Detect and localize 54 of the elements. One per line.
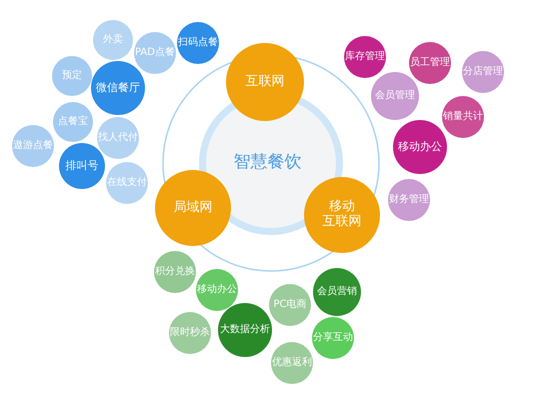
feature-circle: [271, 342, 313, 384]
feature-label: 销量共计: [443, 111, 483, 123]
feature-label: 微信餐厅: [96, 82, 140, 94]
feature-label: 限时秒杀: [170, 327, 210, 339]
feature-label: 找人代付: [98, 132, 138, 144]
feature-label: 在线支付: [107, 177, 147, 189]
hub-label: 智慧餐饮: [234, 153, 302, 173]
feature-circle: [53, 102, 93, 142]
feature-label: 外卖: [103, 34, 123, 46]
feature-label: PAD点餐: [135, 47, 175, 59]
feature-circle: [388, 179, 430, 221]
feature-label: 库存管理: [345, 51, 385, 63]
feature-label: 员工管理: [410, 57, 450, 69]
network-label: 局域网: [174, 200, 212, 216]
feature-label: 会员营销: [317, 286, 357, 298]
feature-circle: [196, 269, 238, 311]
feature-circle: [409, 42, 451, 84]
feature-circle: [106, 162, 148, 204]
feature-label: 会员管理: [375, 90, 415, 102]
feature-label: PC电商: [273, 299, 306, 311]
feature-circle: [52, 56, 92, 96]
feature-circle: [344, 36, 386, 78]
feature-label: 排叫号: [66, 160, 98, 172]
feature-circle: [462, 51, 504, 93]
feature-circle: [93, 20, 133, 60]
feature-circle: [313, 268, 361, 316]
feature-label: 移动办公: [197, 284, 237, 296]
feature-circle: [218, 303, 272, 357]
feature-label: 分享互动: [313, 332, 353, 344]
feature-circle: [269, 284, 311, 326]
network-label: 移动互联网: [322, 200, 362, 230]
feature-circle: [393, 120, 447, 174]
feature-label: 财务管理: [389, 194, 429, 206]
feature-label: 分店管理: [463, 66, 503, 78]
feature-label: 优惠返利: [272, 357, 312, 369]
feature-label: 遨游点餐: [13, 140, 53, 152]
feature-label: 点餐宝: [58, 116, 88, 128]
feature-circle: [97, 117, 139, 159]
feature-circle: [12, 125, 54, 167]
feature-circle: [371, 72, 419, 120]
feature-label: 预定: [62, 70, 82, 82]
feature-circle: [59, 143, 105, 189]
feature-circle: [154, 251, 196, 293]
feature-label: 积分兑换: [155, 266, 195, 278]
feature-circle: [134, 32, 176, 74]
feature-label: 移动办公: [398, 140, 442, 154]
feature-label: 大数据分析: [220, 324, 270, 336]
network-label: 互联网: [246, 74, 284, 90]
feature-circle: [177, 22, 219, 64]
feature-circle: [169, 312, 211, 354]
feature-circle: [312, 317, 354, 359]
feature-circle: [91, 61, 145, 115]
feature-circle: [442, 96, 484, 138]
feature-label: 扫码点餐: [178, 37, 218, 49]
